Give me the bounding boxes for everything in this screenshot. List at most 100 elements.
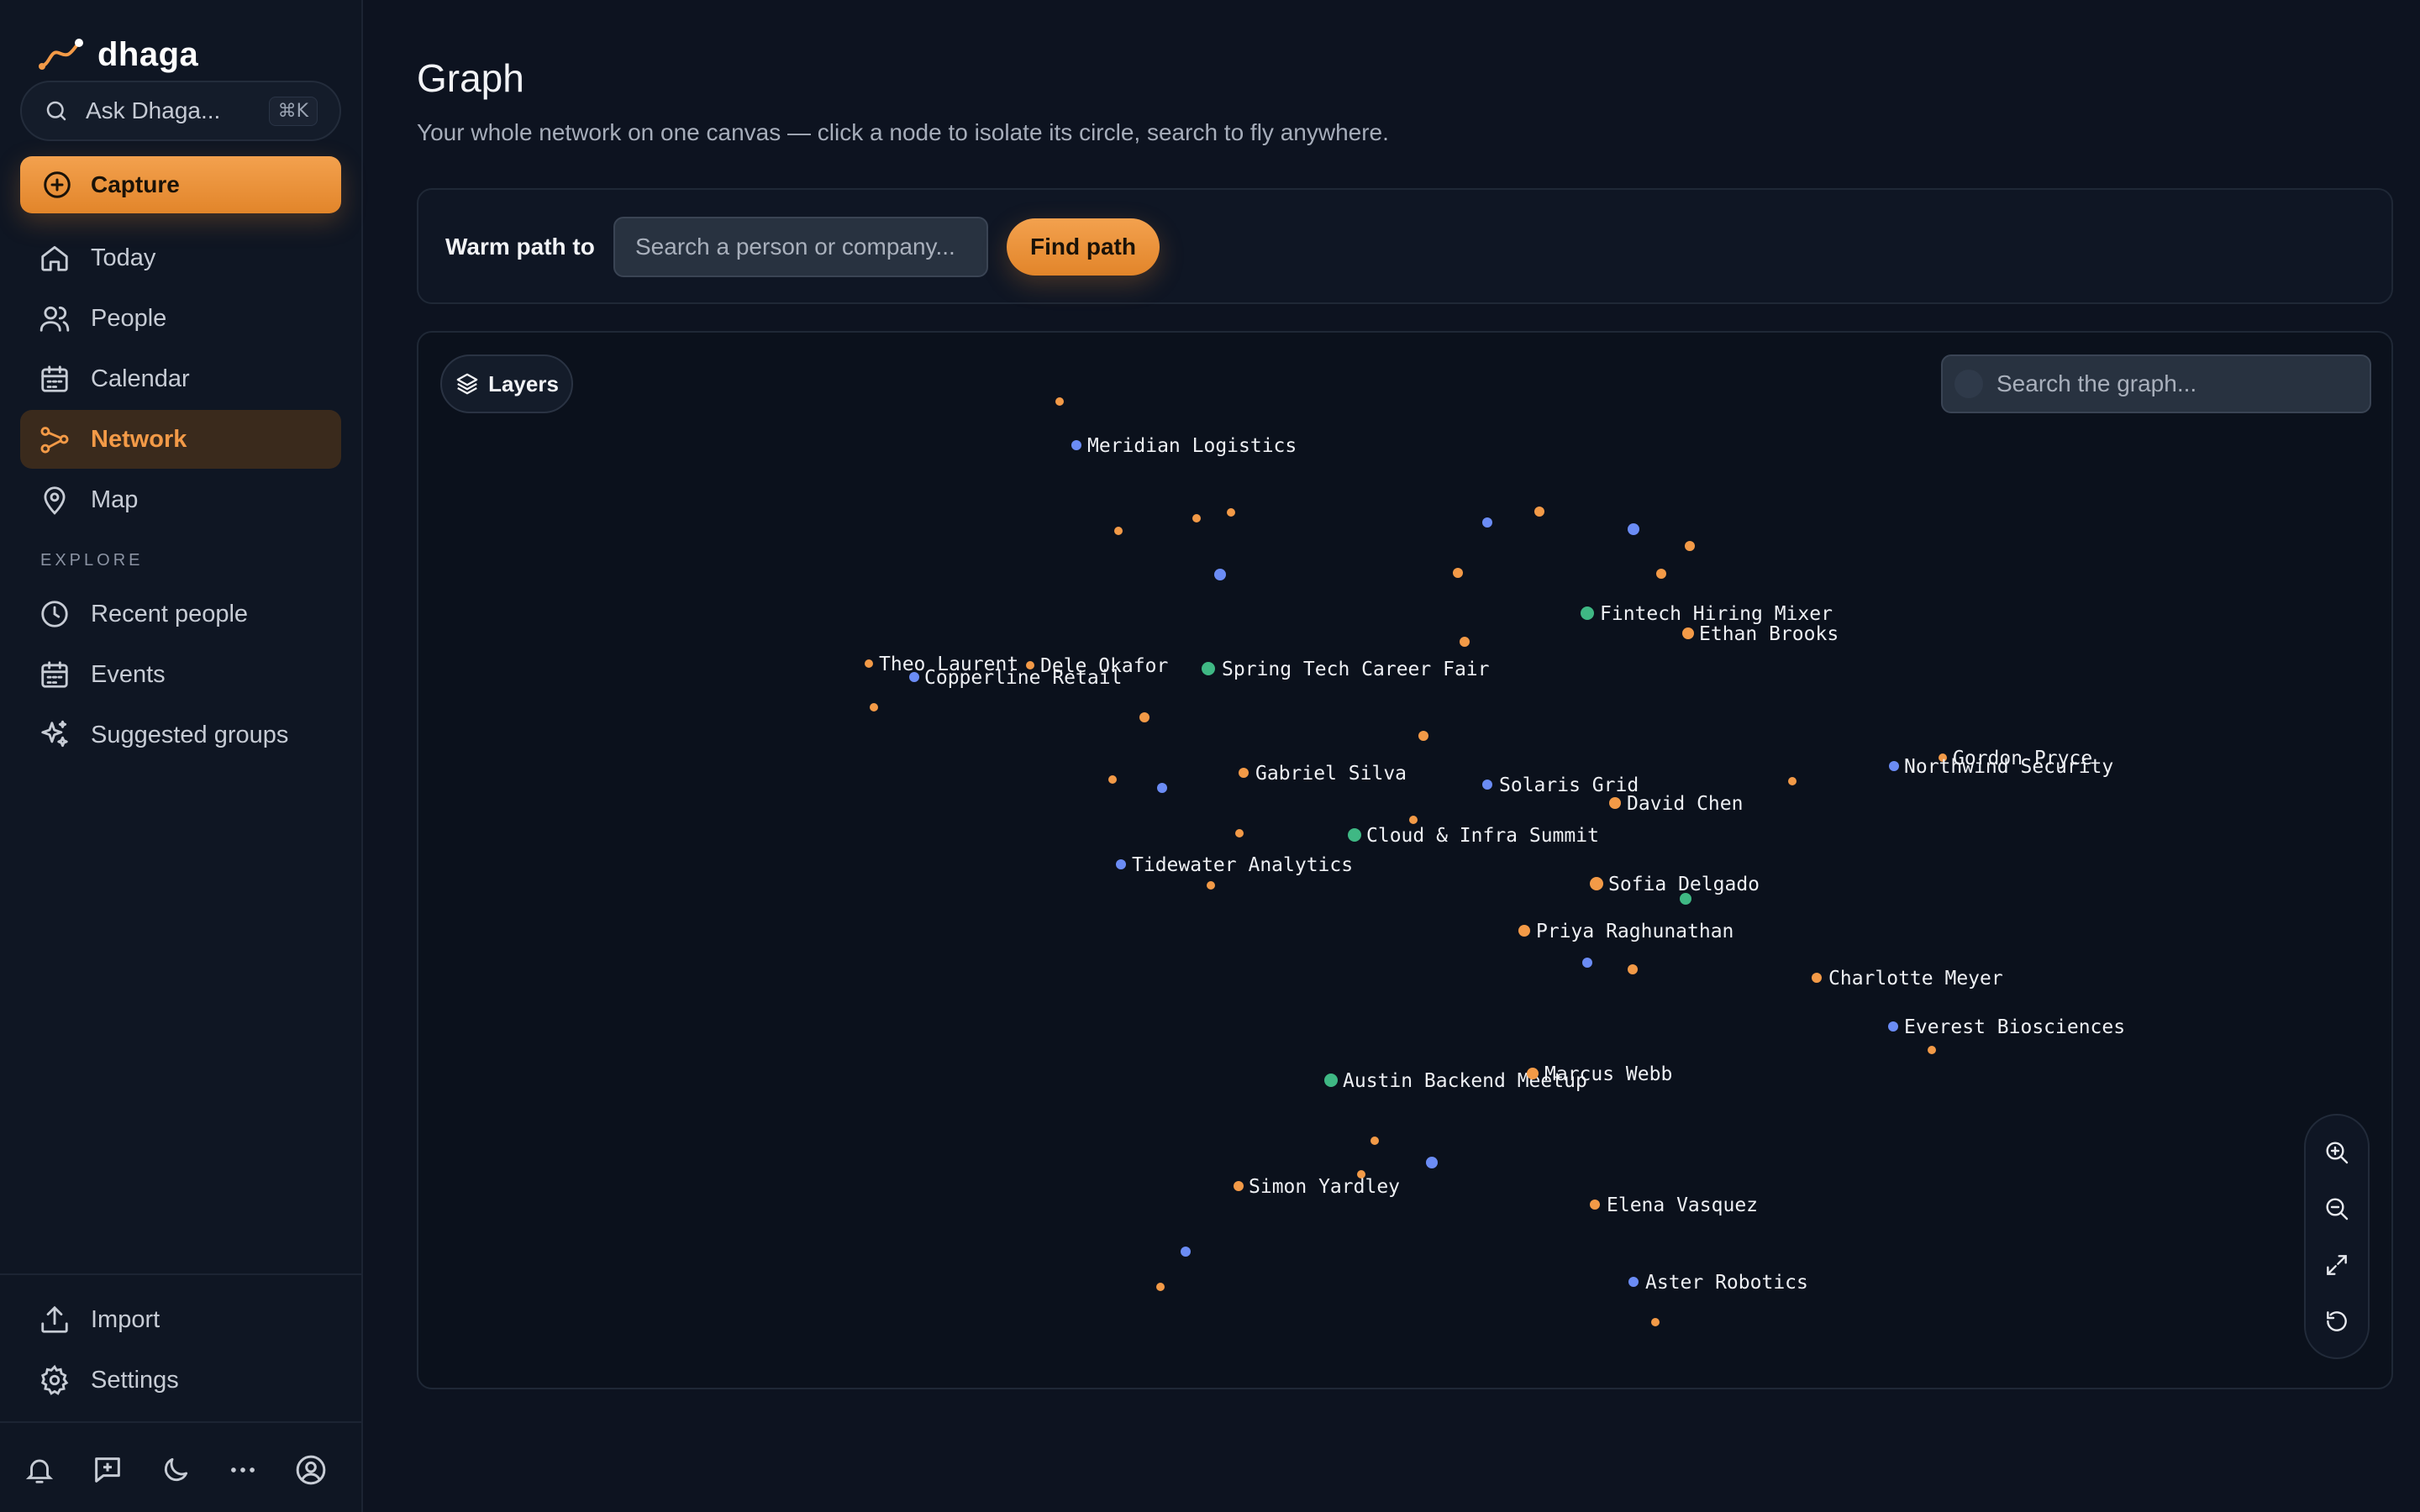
- graph-node[interactable]: [1207, 881, 1215, 890]
- graph-node[interactable]: [1418, 731, 1428, 741]
- node-ethan-brooks[interactable]: Ethan Brooks: [1682, 623, 1839, 645]
- node-sofia-delgado[interactable]: Sofia Delgado: [1590, 874, 1760, 895]
- node-label: Simon Yardley: [1249, 1176, 1400, 1198]
- brand[interactable]: dhaga: [39, 34, 198, 76]
- graph-node[interactable]: [1460, 637, 1470, 647]
- node-meridian-logistics[interactable]: Meridian Logistics: [1071, 435, 1297, 457]
- bell-icon[interactable]: [24, 1454, 55, 1486]
- graph-node[interactable]: [1628, 523, 1639, 535]
- node-cloud-infra-summit[interactable]: Cloud & Infra Summit: [1348, 825, 1599, 847]
- graph-node[interactable]: [1628, 964, 1638, 974]
- graph-canvas-panel[interactable]: Meridian Logistics Fintech Hiring Mixer …: [417, 331, 2393, 1389]
- graph-node[interactable]: [1235, 829, 1244, 837]
- graph-node[interactable]: [1139, 712, 1150, 722]
- graph-node[interactable]: [1656, 569, 1666, 579]
- node-gordon-pryce[interactable]: Gordon Pryce: [1939, 748, 2092, 769]
- graph-node[interactable]: [1685, 541, 1695, 551]
- graph-node[interactable]: [1192, 514, 1201, 522]
- node-charlotte-meyer[interactable]: Charlotte Meyer: [1812, 968, 2003, 990]
- graph-node[interactable]: [1680, 893, 1691, 905]
- node-austin-backend-meetup[interactable]: Austin Backend Meetup: [1324, 1070, 1587, 1092]
- more-icon[interactable]: [227, 1454, 259, 1486]
- node-label: Ethan Brooks: [1699, 623, 1839, 645]
- node-label: Gordon Pryce: [1953, 748, 2092, 769]
- sidebar-item-recent-people[interactable]: Recent people: [20, 585, 341, 643]
- node-simon-yardley[interactable]: Simon Yardley: [1234, 1176, 1400, 1198]
- sidebar-item-import[interactable]: Import: [20, 1290, 341, 1349]
- warm-path-panel: Warm path to Find path: [417, 188, 2393, 304]
- graph-node[interactable]: [1426, 1157, 1438, 1168]
- warm-path-search-input[interactable]: [613, 217, 988, 277]
- graph-node[interactable]: [1214, 569, 1226, 580]
- graph-node[interactable]: [1582, 958, 1592, 968]
- node-solaris-grid[interactable]: Solaris Grid: [1482, 774, 1639, 796]
- gear-icon: [39, 1364, 71, 1396]
- node-david-chen[interactable]: David Chen: [1609, 793, 1743, 815]
- node-northwind-security[interactable]: Northwind Security: [1889, 756, 2113, 778]
- node-dele-okafor[interactable]: Dele Okafor: [1026, 655, 1168, 677]
- sidebar-item-people[interactable]: People: [20, 289, 341, 348]
- node-marcus-webb[interactable]: Marcus Webb: [1527, 1063, 1672, 1085]
- graph-node[interactable]: [1157, 783, 1167, 793]
- graph-node[interactable]: [1651, 1318, 1660, 1326]
- sidebar-divider: [0, 1273, 363, 1275]
- node-theo-laurent[interactable]: Theo Laurent: [865, 654, 1018, 675]
- graph-search-input[interactable]: [1941, 354, 2371, 413]
- graph-node[interactable]: [1357, 1170, 1365, 1179]
- node-copperline-retail[interactable]: Copperline Retail: [909, 667, 1122, 689]
- node-everest-biosciences[interactable]: Everest Biosciences: [1888, 1016, 2125, 1038]
- network-graph[interactable]: Meridian Logistics Fintech Hiring Mixer …: [418, 333, 2393, 1389]
- unlabeled-nodes: [870, 397, 1936, 1326]
- zoom-in-icon[interactable]: [2313, 1129, 2360, 1176]
- sidebar-item-label: Network: [91, 425, 187, 453]
- graph-node[interactable]: [1482, 517, 1492, 528]
- calendar-icon: [39, 363, 71, 395]
- node-label: Gabriel Silva: [1255, 763, 1407, 785]
- sidebar-item-calendar[interactable]: Calendar: [20, 349, 341, 408]
- brand-name: dhaga: [97, 35, 199, 73]
- sidebar-item-network[interactable]: Network: [20, 410, 341, 469]
- page-title: Graph: [417, 56, 524, 100]
- zoom-out-icon[interactable]: [2313, 1185, 2360, 1232]
- capture-button[interactable]: Capture: [20, 156, 341, 213]
- graph-node[interactable]: [1534, 507, 1544, 517]
- graph-node[interactable]: [1409, 816, 1418, 824]
- sidebar-item-suggested-groups[interactable]: Suggested groups: [20, 706, 341, 764]
- moon-icon[interactable]: [160, 1454, 192, 1486]
- node-aster-robotics[interactable]: Aster Robotics: [1628, 1272, 1808, 1294]
- node-spring-tech-career-fair[interactable]: Spring Tech Career Fair: [1202, 659, 1490, 680]
- node-tidewater-analytics[interactable]: Tidewater Analytics: [1116, 854, 1353, 876]
- node-fintech-hiring-mixer[interactable]: Fintech Hiring Mixer: [1581, 603, 1833, 625]
- fit-view-icon[interactable]: [2313, 1242, 2360, 1289]
- graph-node[interactable]: [1370, 1137, 1379, 1145]
- node-priya-raghunathan[interactable]: Priya Raghunathan: [1518, 921, 1733, 942]
- reset-icon[interactable]: [2313, 1298, 2360, 1345]
- network-icon: [39, 423, 71, 455]
- graph-node[interactable]: [1928, 1046, 1936, 1054]
- sidebar-item-label: Events: [91, 660, 166, 688]
- graph-node[interactable]: [1181, 1247, 1191, 1257]
- sidebar-item-settings[interactable]: Settings: [20, 1351, 341, 1410]
- sidebar-item-events[interactable]: Events: [20, 645, 341, 704]
- layers-button[interactable]: Layers: [440, 354, 573, 413]
- layers-label: Layers: [488, 370, 559, 396]
- node-gabriel-silva[interactable]: Gabriel Silva: [1239, 763, 1407, 785]
- graph-node[interactable]: [1788, 777, 1797, 785]
- sidebar-item-today[interactable]: Today: [20, 228, 341, 287]
- sidebar-item-map[interactable]: Map: [20, 470, 341, 529]
- graph-node[interactable]: [1227, 508, 1235, 517]
- graph-node[interactable]: [1156, 1283, 1165, 1291]
- graph-node[interactable]: [870, 703, 878, 711]
- graph-node[interactable]: [1453, 568, 1463, 578]
- graph-node[interactable]: [1108, 775, 1117, 784]
- new-message-icon[interactable]: [91, 1453, 124, 1487]
- account-icon[interactable]: [294, 1453, 328, 1487]
- graph-node[interactable]: [1055, 397, 1064, 406]
- capture-label: Capture: [91, 171, 180, 197]
- graph-node[interactable]: [1114, 527, 1123, 535]
- node-label: Elena Vasquez: [1607, 1194, 1758, 1216]
- node-elena-vasquez[interactable]: Elena Vasquez: [1590, 1194, 1758, 1216]
- search-icon: [44, 98, 69, 123]
- find-path-button[interactable]: Find path: [1007, 218, 1160, 276]
- ask-dhaga-button[interactable]: Ask Dhaga... ⌘K: [20, 81, 341, 141]
